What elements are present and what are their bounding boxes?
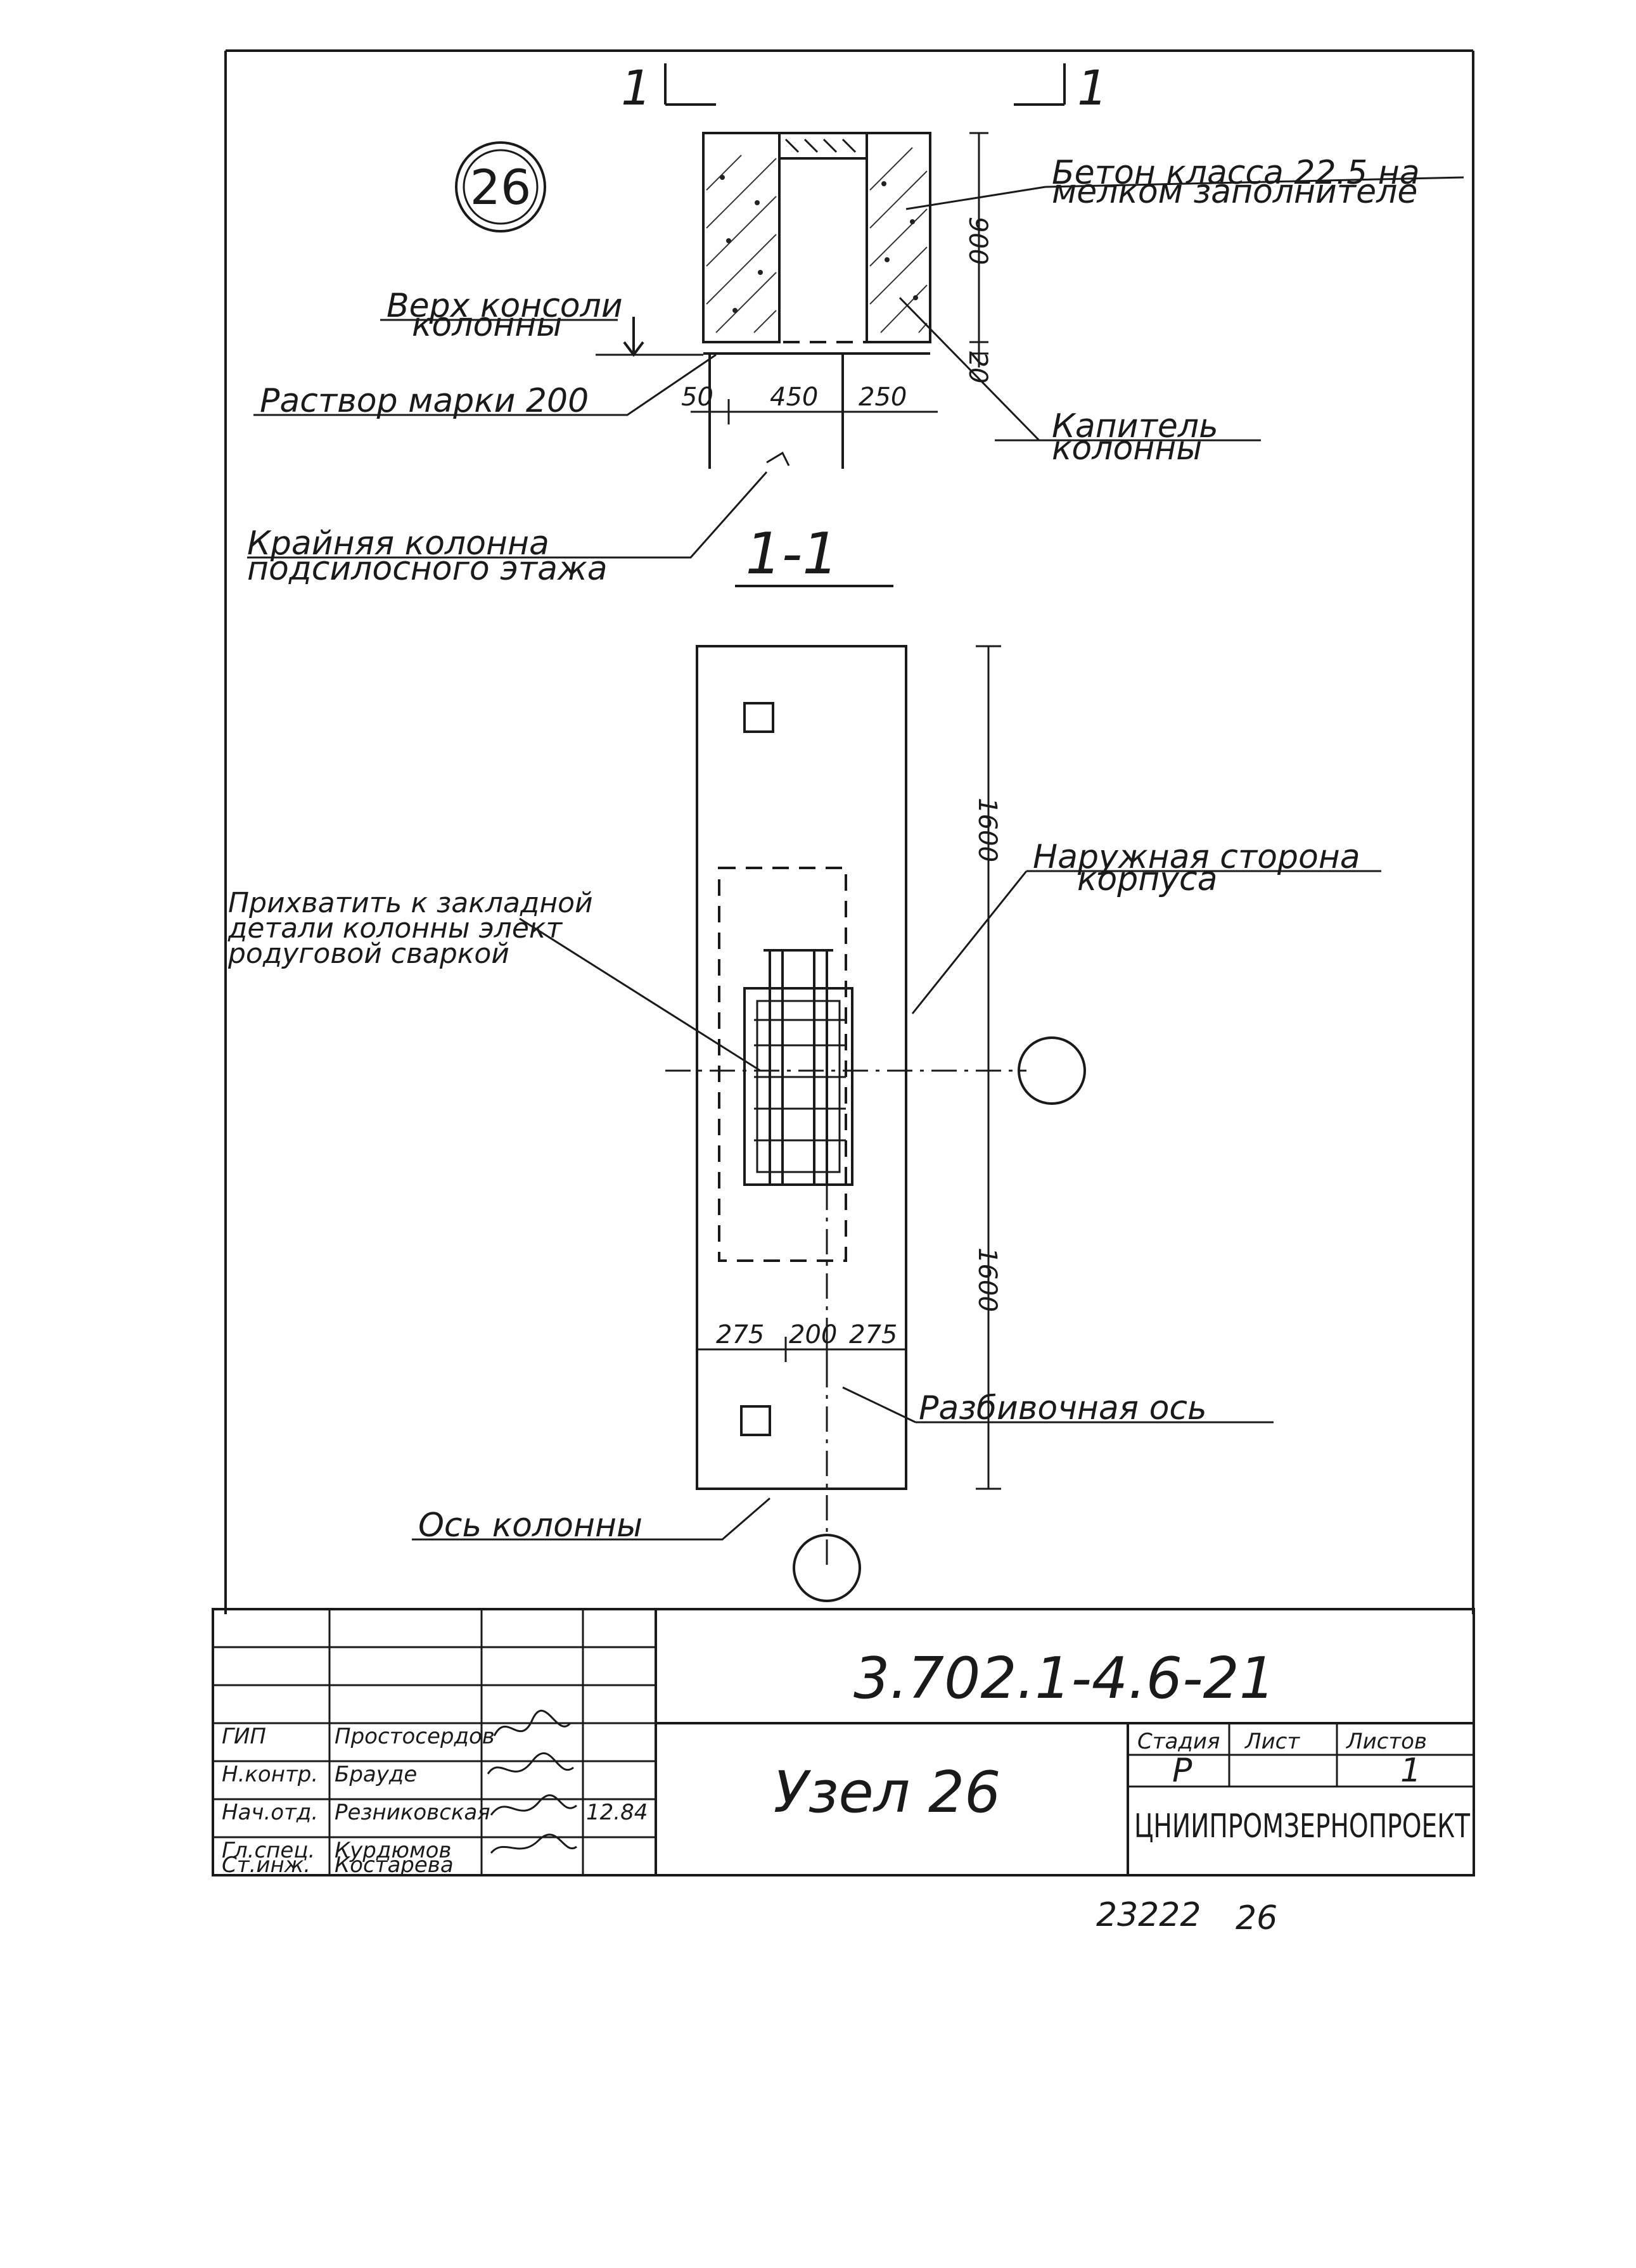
name-3: Курдюмов (335, 1838, 451, 1863)
name-2: Резниковская (335, 1800, 490, 1825)
svg-text:колонны: колонны (1052, 430, 1202, 468)
label-layout-axis: Разбивочная ось (842, 1386, 1274, 1427)
stage-label: Стадия (1137, 1729, 1220, 1754)
welded-cage (743, 949, 853, 1186)
svg-text:мелком заполнителе: мелком заполнителе (1052, 173, 1417, 211)
node-title: Узел 26 (774, 1759, 1001, 1826)
svg-text:Крайняя колонна: Крайняя колонна (247, 525, 549, 563)
svg-text:Прихватить к закладной: Прихватить к закладной (228, 887, 593, 919)
label-weld: Прихватить к закладной детали колонны эл… (227, 887, 761, 1072)
sheets-label: Листов (1345, 1729, 1427, 1754)
section-view: 900 20 50 450 250 (596, 132, 992, 469)
svg-text:Раствор марки 200: Раствор марки 200 (260, 382, 589, 420)
label-column-axis: Ось колонны (412, 1497, 770, 1545)
dim-1600-bottom: 1600 (973, 1247, 1002, 1312)
node-badge: 26 (455, 141, 546, 233)
sheet-frame (224, 49, 1474, 1614)
svg-text:колонны: колонны (412, 306, 562, 344)
role-0: ГИП (222, 1724, 266, 1749)
role-4: Ст.инж. (222, 1852, 310, 1878)
sheet-label: Лист (1244, 1729, 1300, 1754)
svg-text:1-1: 1-1 (746, 521, 839, 587)
name-0: Простосердов (335, 1724, 495, 1749)
anchor-hole-bottom (740, 1405, 771, 1436)
dim-275-right: 275 (849, 1320, 897, 1349)
doc-code: 3.702.1-4.6-21 (853, 1645, 1275, 1712)
dim-200: 200 (789, 1320, 837, 1349)
stage-value: Р (1172, 1752, 1192, 1790)
svg-text:Наружная сторона: Наружная сторона (1033, 838, 1360, 876)
anchor-hole-top (743, 702, 774, 733)
role-1: Н.контр. (222, 1762, 318, 1787)
section-title: 1-1 (735, 521, 893, 587)
page-number: 26 (1236, 1899, 1277, 1937)
dim-50: 50 (681, 383, 713, 412)
section-mark-left: 1 (621, 60, 716, 116)
archive-number: 23222 (1096, 1896, 1201, 1934)
label-mortar: Раствор марки 200 (253, 354, 717, 420)
dim-1600-top: 1600 (973, 798, 1002, 862)
svg-text:Капитель: Капитель (1052, 407, 1218, 445)
sheets-value: 1 (1400, 1752, 1421, 1790)
axis-bubble-bottom (793, 1534, 861, 1602)
name-4: Костарева (335, 1852, 454, 1878)
svg-text:Верх консоли: Верх консоли (387, 287, 623, 325)
svg-text:подсилосного этажа: подсилосного этажа (247, 550, 608, 588)
svg-text:родуговой сваркой: родуговой сваркой (227, 938, 509, 970)
svg-text:26: 26 (470, 159, 532, 215)
label-outer-side: Наружная сторона корпуса (911, 838, 1381, 1014)
section-mark-right: 1 (1014, 60, 1108, 116)
svg-text:1: 1 (621, 60, 651, 116)
capital-plan (696, 645, 907, 1490)
dim-275-left: 275 (716, 1320, 764, 1349)
svg-text:1: 1 (1077, 60, 1108, 116)
title-block (212, 1608, 1475, 1876)
embedded-plate-outline (718, 867, 847, 1262)
signature-marks (487, 1709, 577, 1854)
dim-250: 250 (859, 383, 907, 412)
label-concrete: Бетон класса 22.5 на мелком заполнителе (905, 154, 1464, 211)
svg-text:детали колонны элект: детали колонны элект (227, 912, 563, 945)
svg-text:корпуса: корпуса (1077, 860, 1217, 898)
role-3: Гл.спец. (222, 1838, 315, 1863)
label-console-top: Верх консоли колонны (380, 287, 623, 344)
name-1: Брауде (335, 1762, 417, 1787)
dim-450: 450 (770, 383, 818, 412)
organization: ЦНИИПРОМЗЕРНОПРОЕКТ (1134, 1807, 1470, 1845)
label-edge-column: Крайняя колонна подсилосного этажа (247, 471, 768, 588)
axis-bubble-right (1018, 1036, 1086, 1105)
plan-view: 1600 1600 275 200 275 (665, 645, 1086, 1602)
role-2: Нач.отд. (222, 1800, 318, 1825)
svg-text:Ось колонны: Ось колонны (418, 1507, 642, 1545)
dim-900: 900 (963, 217, 992, 265)
label-capital: Капитель колонны (898, 296, 1261, 468)
sign-date: 12.84 (586, 1800, 648, 1825)
svg-text:Разбивочная ось: Разбивочная ось (919, 1389, 1207, 1427)
